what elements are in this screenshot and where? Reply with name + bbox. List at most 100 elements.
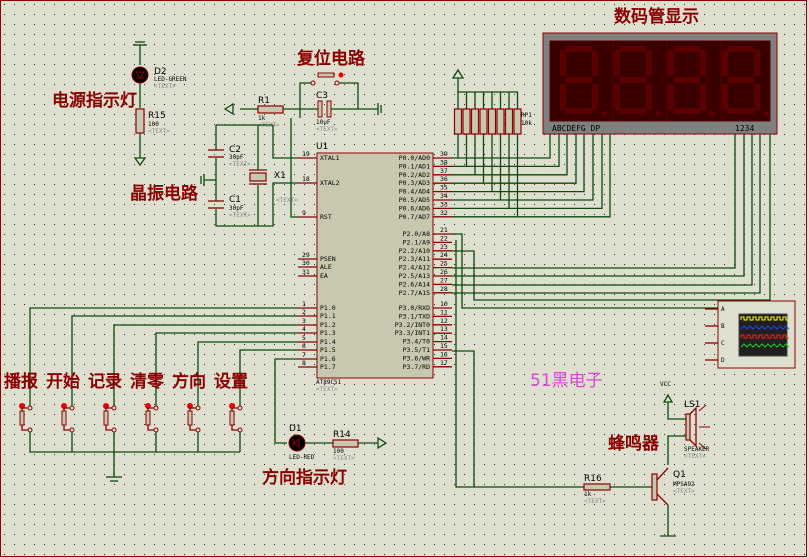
scope-channel-label: B (721, 323, 725, 330)
scope-trace (740, 334, 789, 339)
segment (722, 84, 728, 110)
p0-wire (452, 92, 577, 184)
speaker-ls1[interactable]: LS1 SPEAKER <TEXT> (684, 400, 710, 460)
push-button[interactable] (229, 398, 243, 436)
segment (620, 77, 646, 83)
pin-number: 28 (440, 285, 448, 293)
pin-number: 4 (302, 325, 306, 333)
pin-number: 5 (302, 334, 306, 342)
resistor-element (504, 108, 514, 135)
pin-name: P1.0 (320, 304, 336, 312)
resistor-r14[interactable]: R14 100 <TEXT> (332, 430, 359, 462)
label-buzzer: 蜂鸣器 (608, 433, 660, 454)
c3-text: <TEXT> (316, 126, 338, 133)
segment (728, 46, 754, 52)
segment (674, 108, 700, 114)
p0-wire (452, 92, 594, 201)
pin-number: 14 (440, 334, 448, 342)
r1-value: 1k (258, 115, 266, 122)
pin-name: EA (320, 272, 328, 280)
c1-value: 30pF (229, 205, 244, 212)
pin-name: P3.3/INT1 (395, 329, 430, 337)
d2-text: <TEXT> (154, 83, 176, 90)
pin-number: 35 (440, 184, 448, 192)
p0-wire (452, 92, 568, 176)
pin-name: P1.5 (320, 346, 336, 354)
capacitor-c2[interactable]: C2 30pF <TEXT> (208, 145, 251, 168)
d1-ref: D1 (289, 424, 302, 434)
pin-name: P2.2/A10 (399, 247, 430, 255)
pin-name: P0.0/AD0 (399, 154, 430, 162)
label-display: 数码管显示 (614, 6, 699, 27)
c2-value: 30pF (229, 154, 244, 161)
u1-text: <TEXT> (316, 386, 338, 393)
decimal-point (601, 111, 607, 117)
pin-name: XTAL2 (320, 179, 340, 187)
push-button[interactable] (19, 398, 33, 436)
rp1-ref: RP1 (521, 112, 532, 119)
segment (668, 50, 674, 76)
decimal-point (655, 111, 661, 117)
scope-trace (740, 343, 790, 348)
oscilloscope[interactable]: ABCD (705, 300, 796, 369)
pin-number: 34 (440, 192, 448, 200)
pin-name: P0.2/AD2 (399, 171, 430, 179)
pin-number: 2 (302, 308, 306, 316)
button-label: 方向 (172, 371, 206, 392)
button-label: 播报 (4, 371, 38, 392)
pin-name: P2.5/A13 (399, 272, 430, 280)
push-button[interactable] (61, 398, 75, 436)
q1-text: <TEXT> (673, 488, 695, 495)
crystal-x1[interactable]: X1 <TEXT> (249, 169, 298, 204)
digit-pins-label: 1234 (735, 124, 754, 133)
r14-text: <TEXT> (333, 455, 355, 462)
seven-segment-display[interactable]: ABCDEFG DP 1234 (542, 32, 778, 135)
pin-name: P0.1/AD1 (399, 162, 430, 170)
d1-value: LED-RED (289, 454, 315, 461)
pin-number: 9 (302, 209, 306, 217)
q1-ref: Q1 (673, 470, 686, 480)
pin-number: 32 (440, 209, 448, 217)
scope-channel-label: D (721, 357, 725, 364)
button-label: 记录 (88, 372, 122, 392)
pin-name: P3.1/TXD (399, 312, 430, 320)
pin-name: P0.4/AD4 (399, 188, 430, 196)
decimal-point (709, 111, 715, 117)
led-d2[interactable]: D2 LED-GREEN <TEXT> (131, 41, 187, 90)
push-button[interactable] (103, 398, 117, 436)
pin-number: 11 (440, 308, 448, 316)
r15-value: 100 (148, 121, 159, 128)
pin-name: P0.3/AD3 (399, 179, 430, 187)
pin-name: P1.3 (320, 329, 336, 337)
d2-value: LED-GREEN (154, 76, 187, 83)
reset-button[interactable] (310, 72, 344, 86)
resistor-pack-rp1[interactable]: RP1 10k (453, 108, 533, 135)
segment (700, 84, 706, 110)
push-button[interactable] (187, 398, 201, 436)
transistor-q1[interactable]: Q1 MPSA92 <TEXT> (651, 467, 695, 506)
segment (646, 50, 652, 76)
ls1-ref: LS1 (684, 400, 700, 410)
digit (614, 46, 661, 117)
p0-wire (452, 92, 611, 218)
resistor-element (453, 108, 463, 135)
pin-name: PSEN (320, 255, 336, 263)
pin-number: 17 (440, 359, 448, 367)
scope-channel-label: A (721, 306, 725, 313)
u1-value: AT89C51 (316, 379, 342, 386)
push-button[interactable] (145, 398, 159, 436)
resistor-element (470, 108, 480, 135)
pin-number: 16 (440, 350, 448, 358)
r16-ref: R16 (584, 474, 602, 484)
ground-arrow-icon (377, 436, 388, 450)
pin-number: 3 (302, 317, 306, 325)
led-d1[interactable]: D1 LED-RED (288, 424, 315, 461)
segment (754, 84, 760, 110)
capacitor-c1[interactable]: C1 30pF <TEXT> (208, 195, 251, 219)
pin-name: P1.7 (320, 363, 336, 371)
segment (722, 50, 728, 76)
segment (614, 50, 620, 76)
segment (668, 84, 674, 110)
